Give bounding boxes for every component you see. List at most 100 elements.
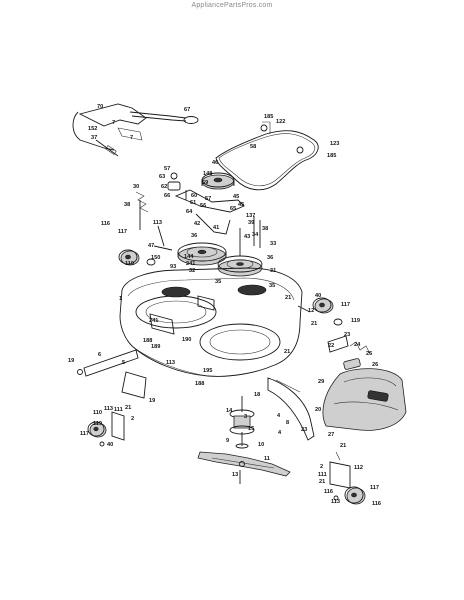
part-callout: 32 — [189, 268, 195, 274]
part-callout: 21 — [284, 349, 290, 355]
part-callout: 119 — [125, 261, 134, 267]
part-callout: 66 — [164, 193, 170, 199]
part-callout: 148 — [203, 171, 212, 177]
spindle-bolts-right — [239, 216, 261, 256]
part-callout: 123 — [330, 141, 339, 147]
part-callout: 113 — [331, 499, 340, 505]
part-callout: 57 — [164, 166, 170, 172]
deck-springs-left — [135, 191, 173, 251]
part-callout: 150 — [151, 255, 160, 261]
part-callout: 113 — [153, 220, 162, 226]
part-callout: 122 — [276, 119, 285, 125]
discharge-chute — [322, 368, 407, 431]
part-callout: 39 — [248, 220, 254, 226]
part-callout: 185 — [327, 153, 336, 159]
part-callout: 117 — [341, 302, 350, 308]
gauge-wheel-lower-right — [329, 451, 366, 505]
part-callout: 144 — [184, 254, 194, 260]
drive-belt — [215, 121, 319, 191]
mower-deck-shell — [119, 267, 303, 377]
idler-pulley-upper — [201, 172, 235, 190]
part-callout: 45 — [233, 194, 239, 200]
part-callout: 46 — [212, 160, 218, 166]
part-callout: 36 — [267, 255, 273, 261]
part-callout: 117 — [80, 431, 89, 437]
part-callout: 4 — [278, 430, 282, 436]
part-callout: 25 — [366, 351, 372, 357]
part-callout: 61 — [190, 200, 196, 206]
part-callout: 137 — [246, 213, 255, 219]
part-callout: 7 — [112, 120, 115, 126]
part-callout: 42 — [194, 221, 200, 227]
part-callout: 26 — [372, 362, 378, 368]
mower-blade — [197, 451, 291, 484]
part-callout: 34 — [252, 232, 259, 238]
part-callout: 116 — [101, 221, 110, 227]
part-callout: 117 — [370, 485, 379, 491]
part-callout: 6 — [98, 352, 101, 358]
part-callout: 188 — [195, 381, 204, 387]
part-callout: 67 — [184, 107, 190, 113]
part-callout: 188 — [143, 338, 152, 344]
part-callout: 36 — [191, 233, 197, 239]
part-callout: 185 — [264, 114, 273, 120]
part-callout: 23 — [344, 332, 350, 338]
part-callout: 21 — [285, 295, 291, 301]
part-callout: 9 — [226, 438, 229, 444]
part-callout: 38 — [262, 226, 268, 232]
part-callout: 21 — [319, 479, 325, 485]
part-callout: 37 — [91, 135, 97, 141]
part-callout: 45 — [238, 202, 244, 208]
idler-arm-bracket — [167, 172, 245, 235]
part-callout: 58 — [250, 144, 256, 150]
lift-handle-assembly — [72, 103, 199, 157]
part-callout: 152 — [88, 126, 97, 132]
part-callout: 40 — [315, 293, 321, 299]
part-callout: 2 — [131, 416, 134, 422]
part-callout: 14 — [226, 408, 233, 414]
part-callout: 13 — [232, 472, 238, 478]
right-spring-bracket — [327, 335, 371, 370]
part-callout: 7 — [130, 135, 133, 141]
part-callout: 35 — [215, 279, 221, 285]
watermark-text: AppliancePartsPros.com — [191, 2, 273, 9]
part-callout: 20 — [315, 407, 321, 413]
part-callout: 60 — [191, 193, 197, 199]
part-callout: 2 — [320, 464, 323, 470]
part-callout: 111 — [114, 407, 123, 413]
part-callout: 47 — [148, 243, 154, 249]
part-callout: 8 — [286, 420, 289, 426]
part-callout: 70 — [97, 104, 103, 110]
part-callout: 113 — [166, 360, 175, 366]
part-callout: 43 — [244, 234, 250, 240]
part-callout: 93 — [170, 264, 176, 270]
gauge-wheel-right — [297, 297, 343, 326]
part-callout: 21 — [311, 321, 317, 327]
part-callout: 62 — [161, 184, 167, 190]
part-callout: 41 — [213, 225, 219, 231]
part-callout: 38 — [124, 202, 130, 208]
part-callout: 33 — [270, 241, 276, 247]
gauge-wheel-upper-left — [118, 249, 156, 266]
part-callout: 24 — [354, 342, 361, 348]
part-callout: 19 — [149, 398, 155, 404]
part-callout: 63 — [159, 174, 165, 180]
part-callout: 57 — [205, 196, 211, 202]
part-callout: 195 — [203, 368, 212, 374]
rear-baffle — [267, 377, 315, 441]
part-callout: 119 — [93, 421, 102, 427]
part-callout: 15 — [248, 426, 254, 432]
part-callout: 111 — [318, 472, 327, 478]
part-callout: 21 — [125, 405, 131, 411]
part-callout: 110 — [93, 410, 102, 416]
part-callout: 22 — [328, 343, 334, 349]
part-callout: 117 — [118, 229, 127, 235]
part-callout: 23 — [301, 427, 307, 433]
part-callout: 29 — [318, 379, 324, 385]
center-pulley — [177, 242, 227, 266]
part-callout: 112 — [354, 465, 363, 471]
part-callout: 19 — [68, 358, 74, 364]
part-callout: 18 — [254, 392, 260, 398]
